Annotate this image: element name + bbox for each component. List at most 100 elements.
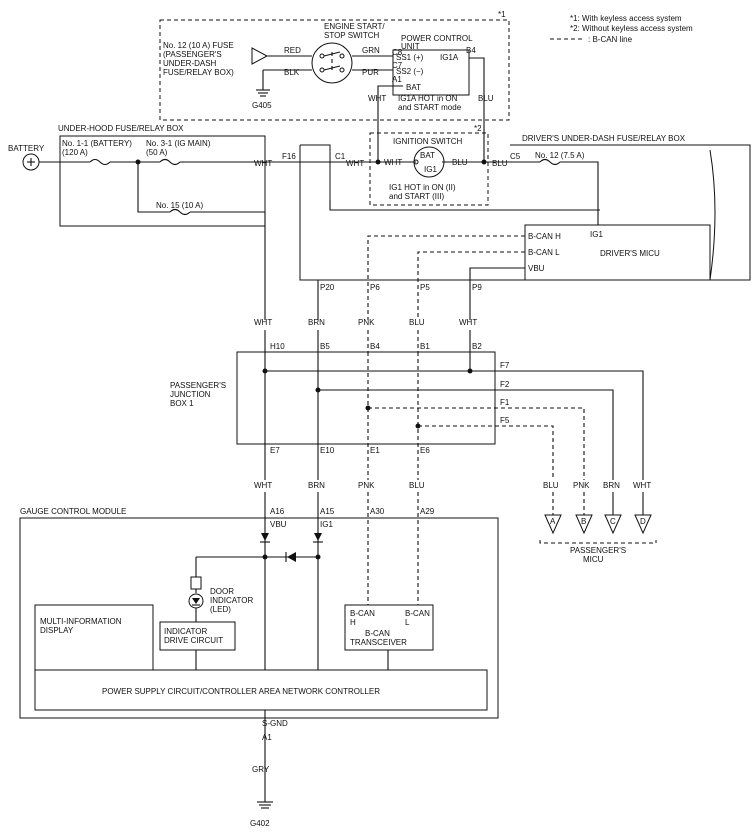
keyless-mark: *1 [498, 10, 506, 19]
wire-driver-fuse-out [560, 161, 599, 225]
ignition-note-1: IG1 HOT in ON (II) [389, 183, 456, 192]
driver-micu-title: DRIVER'S MICU [600, 249, 660, 258]
wire-color-blu-3: BLU [543, 481, 559, 490]
indicator-drive-1: INDICATOR [164, 627, 207, 636]
splice-f5 [415, 423, 421, 429]
driver-micu-ig1: IG1 [590, 230, 603, 239]
ground-g402-label: G402 [250, 819, 270, 828]
legend-note-bcan: : B-CAN line [588, 35, 633, 44]
gcm-box [19, 517, 499, 719]
jb-f7 [265, 370, 644, 480]
pin-a29: A29 [420, 507, 435, 516]
ground-g405-label: G405 [252, 101, 272, 110]
splice-f2 [315, 387, 321, 393]
gcm-vbu: VBU [270, 520, 287, 529]
driver-micu-canl: B-CAN L [528, 248, 560, 257]
fuse-3-1-icon [159, 158, 181, 166]
pcu-label-2: UNIT [401, 42, 420, 51]
pcu-note-2: and START mode [398, 103, 462, 112]
ignition-note-2: and START (III) [389, 192, 444, 201]
fuse-15-icon [169, 208, 191, 216]
gcm-sgnd: S-GND [262, 719, 288, 728]
pin-a30: A30 [370, 507, 385, 516]
wire-c1-label: WHT [346, 159, 364, 168]
pin-p6: P6 [370, 283, 380, 292]
start-switch-label-2: STOP SWITCH [324, 31, 379, 40]
pin-h10: H10 [270, 342, 285, 351]
pin-c8: C8 [392, 48, 403, 57]
ignition-ig1: IG1 [424, 165, 437, 174]
pin-c5: C5 [510, 152, 521, 161]
connector-c-icon [604, 514, 622, 535]
underhood-section: UNDER-HOOD FUSE/RELAY BOX No. 1-1 (BATTE… [58, 124, 300, 320]
pin-f2: F2 [500, 380, 510, 389]
pin-a16: A16 [270, 507, 285, 516]
diode-vbu-icon [261, 533, 269, 541]
connector-d-icon [634, 514, 652, 535]
indicator-drive-2: DRIVE CIRCUIT [164, 636, 223, 645]
driver-fuse-icon [539, 158, 561, 166]
wire-grn-label: GRN [362, 46, 380, 55]
pin-b4: B4 [370, 342, 380, 351]
wire-color-wht-2: WHT [459, 318, 477, 327]
pin-c7: C7 [392, 61, 403, 70]
transceiver-label-1: B-CAN [365, 629, 390, 638]
pin-b5: B5 [320, 342, 330, 351]
driver-micu-section: B-CAN H B-CAN L VBU IG1 DRIVER'S MICU [317, 200, 711, 320]
power-control-unit [392, 49, 470, 96]
keyless-box [159, 19, 510, 121]
transceiver-canh-1: B-CAN [350, 609, 375, 618]
wire-color-brn-2: BRN [308, 481, 325, 490]
power-supply-circuit [34, 669, 488, 711]
junction-title-1: PASSENGER'S [170, 381, 226, 390]
jb-f2 [318, 389, 614, 480]
pin-p9: P9 [472, 283, 482, 292]
junction-title-2: JUNCTION [170, 390, 211, 399]
pin-e7: E7 [270, 446, 280, 455]
wire-color-gry: GRY [252, 765, 270, 774]
underhood-fuse1-2: (120 A) [62, 148, 88, 157]
connector-c-label: C [610, 517, 616, 526]
wire-hood-fuse15 [137, 162, 170, 213]
power-supply-label: POWER SUPPLY CIRCUIT/CONTROLLER AREA NET… [102, 687, 380, 696]
wire-red-label: RED [284, 46, 301, 55]
connector-a-icon [544, 514, 562, 535]
passenger-micu-bracket [539, 540, 657, 544]
start-switch-label-1: ENGINE START/ [324, 22, 385, 31]
gcm-ig1: IG1 [320, 520, 333, 529]
connector-b-icon [575, 514, 593, 535]
pin-c1: C1 [335, 152, 346, 161]
junction-title-3: BOX 1 [170, 399, 194, 408]
splice-b2 [467, 368, 473, 374]
wire-hood-out-label: WHT [254, 159, 272, 168]
underhood-fuse1-1: No. 1-1 (BATTERY) [62, 139, 132, 148]
ground-icon [256, 89, 270, 97]
underhood-fuse3: No. 15 (10 A) [156, 201, 203, 210]
door-indicator-1: DOOR [210, 587, 234, 596]
pin-b2: B2 [472, 342, 482, 351]
battery-section: BATTERY [8, 144, 60, 171]
wire-color-wht-1: WHT [254, 318, 272, 327]
legend: *1: With keyless access system *2: Witho… [550, 14, 693, 44]
legend-note-keyless: *1: With keyless access system [570, 14, 682, 23]
underhood-fuse2-1: No. 3-1 (IG MAIN) [146, 139, 211, 148]
driver-box-section: DRIVER'S UNDER-DASH FUSE/RELAY BOX C1 WH… [299, 134, 751, 281]
battery-label: BATTERY [8, 144, 45, 153]
resistor-icon [190, 576, 202, 590]
passenger-micu-title-1: PASSENGER'S [570, 546, 626, 555]
pcu-ss1: SS1 (+) [396, 53, 424, 62]
pcu-note-1: IG1A HOT in ON [398, 94, 458, 103]
wire-color-brn-1: BRN [308, 318, 325, 327]
transceiver-canh-2: H [350, 618, 356, 627]
wire-color-wht-3: WHT [254, 481, 272, 490]
driver-box-outline-c [510, 144, 751, 281]
diode-ig1-icon [314, 533, 322, 541]
passenger-micu-section: A B C D PASSENGER'S MICU [539, 514, 657, 564]
indicator-drive-circuit [159, 621, 236, 651]
ignition-mark: *2 [474, 124, 482, 133]
wire-blk-label: BLK [284, 68, 300, 77]
fuse-feed-arrow [251, 47, 269, 65]
wire-color-blu-2: BLU [409, 481, 425, 490]
jb-f1 [368, 407, 585, 480]
multi-info-display-2: DISPLAY [40, 626, 74, 635]
